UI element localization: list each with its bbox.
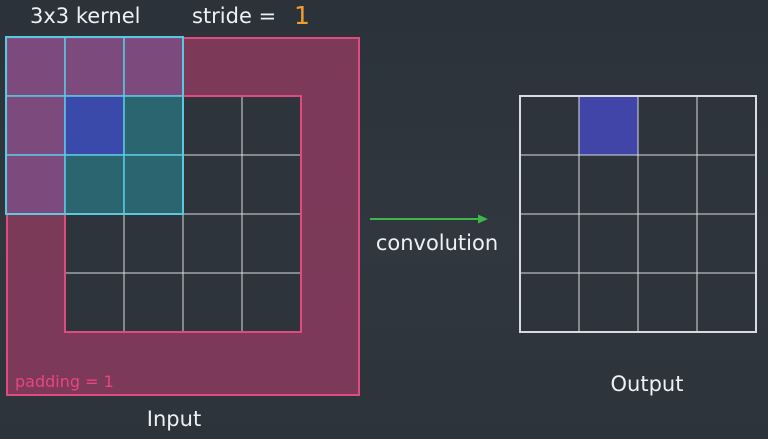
- output-cell: [637, 154, 698, 215]
- output-grid: [519, 95, 757, 333]
- stride-label: stride =: [192, 4, 276, 28]
- kernel-overlay: [5, 36, 184, 215]
- output-cell: [519, 154, 580, 215]
- output-cell: [578, 213, 639, 274]
- output-label: Output: [611, 372, 684, 396]
- arrow-head-icon: [478, 214, 488, 224]
- output-cell: [578, 272, 639, 333]
- input-cell: [241, 154, 302, 215]
- output-cell: [696, 154, 757, 215]
- input-cell: [241, 272, 302, 333]
- output-cell: [578, 154, 639, 215]
- kernel-cell: [123, 95, 184, 156]
- output-border: [519, 95, 757, 333]
- kernel-cell: [5, 36, 66, 97]
- input-cell: [64, 213, 125, 274]
- output-cell: [637, 95, 698, 156]
- output-cell-highlighted: [578, 95, 639, 156]
- input-cell: [64, 272, 125, 333]
- kernel-cell: [5, 154, 66, 215]
- input-cell: [182, 154, 243, 215]
- input-label: Input: [147, 407, 201, 431]
- output-cell: [637, 272, 698, 333]
- output-cell: [637, 213, 698, 274]
- kernel-cell: [123, 154, 184, 215]
- input-cell: [182, 95, 243, 156]
- kernel-cell: [5, 95, 66, 156]
- input-cell: [123, 272, 184, 333]
- kernel-cell: [64, 154, 125, 215]
- kernel-cell: [64, 95, 125, 156]
- kernel-border: [5, 36, 184, 215]
- output-cell: [696, 95, 757, 156]
- output-cell: [696, 272, 757, 333]
- input-cell: [241, 213, 302, 274]
- output-cell: [696, 213, 757, 274]
- padding-label: padding = 1: [15, 372, 114, 391]
- kernel-cell: [123, 36, 184, 97]
- input-cell: [182, 272, 243, 333]
- input-cell: [241, 95, 302, 156]
- convolution-label: convolution: [376, 231, 498, 255]
- input-cell: [123, 213, 184, 274]
- output-cell: [519, 95, 580, 156]
- kernel-label: 3x3 kernel: [30, 4, 141, 28]
- output-cell: [519, 272, 580, 333]
- kernel-cell: [64, 36, 125, 97]
- input-cell: [182, 213, 243, 274]
- stride-value: 1: [294, 1, 310, 30]
- output-cell: [519, 213, 580, 274]
